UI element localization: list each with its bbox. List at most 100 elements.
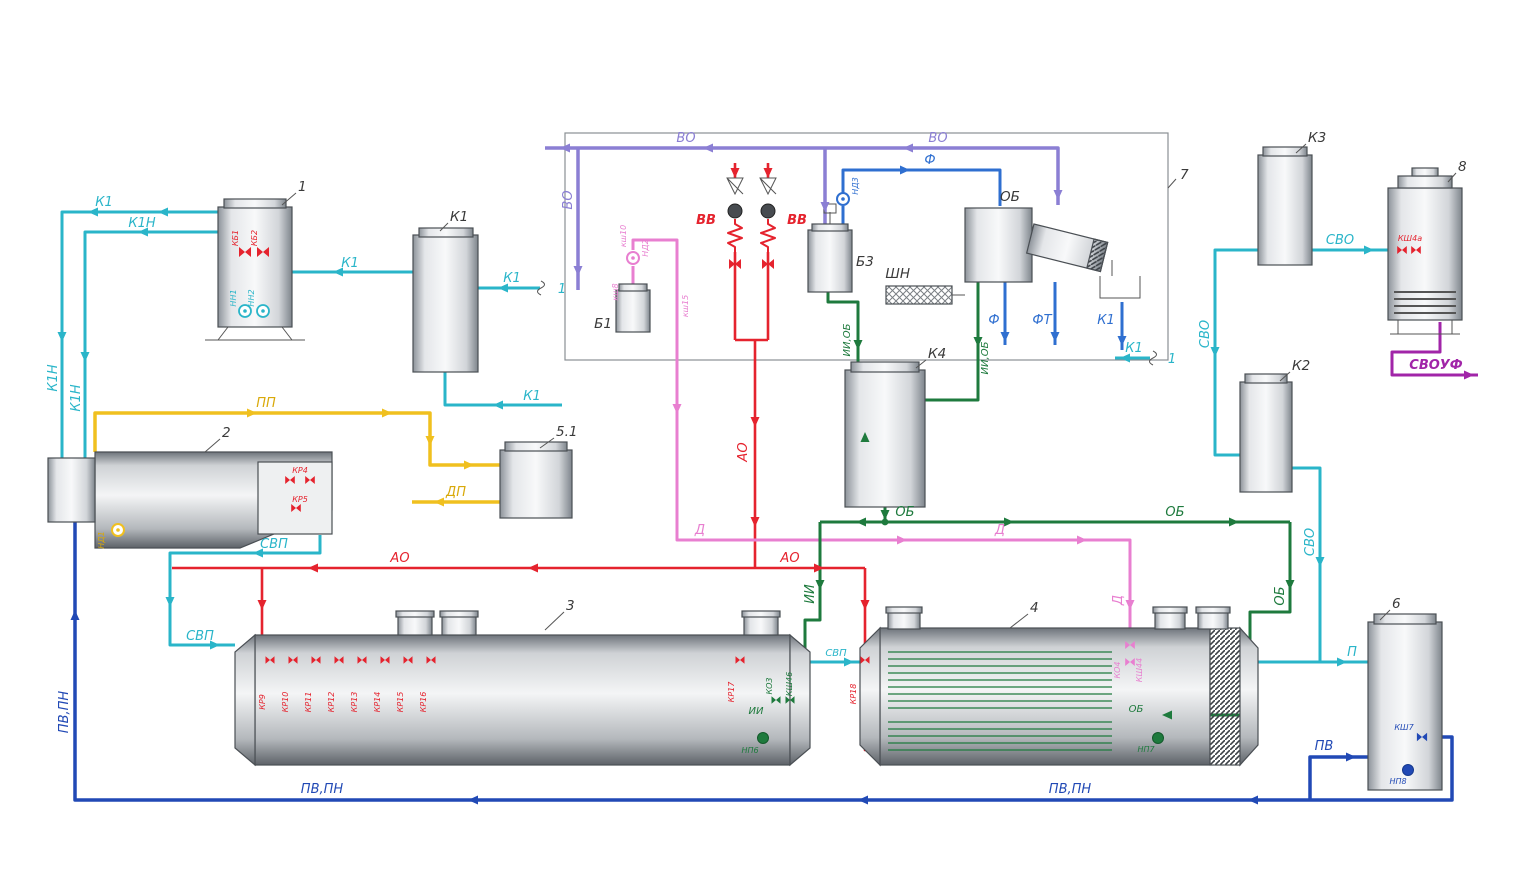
label-tank-b3: Б3 <box>856 254 874 270</box>
label-tank-3: 3 <box>566 598 575 614</box>
label-valve-ksh10: кш10 <box>619 225 628 247</box>
label-valve-kr4: КР4 <box>292 466 308 475</box>
label-svouf: СВОУФ <box>1409 358 1463 373</box>
label-kr17: КР17 <box>727 681 736 703</box>
label-ao-left: АО <box>389 551 409 566</box>
line-labels: К1 К1Н К1Н К1Н К1 К1 1 К1 СВП СВП СВП СВ… <box>46 131 1463 797</box>
label-valve-ksh7: КШ7 <box>1394 723 1414 732</box>
label-vo-left: ВО <box>676 131 695 146</box>
label-k1n-left-inner: К1Н <box>69 384 84 412</box>
label-ao-right: АО <box>779 551 799 566</box>
label-valve-ksh4a: КШ4а <box>1398 234 1422 243</box>
label-valve-kb2: КБ2 <box>250 230 259 246</box>
label-kr10: КР10 <box>281 692 290 713</box>
label-column-k1: К1 <box>450 209 468 225</box>
label-vv-right: ВВ <box>787 213 807 228</box>
label-pvpn-vert: ПВ,ПН <box>57 691 72 734</box>
label-pump-nd2: НД2 <box>641 239 650 256</box>
tank-b1: Б1 <box>594 283 651 333</box>
label-kr9: КР9 <box>258 694 267 710</box>
label-shn: ШН <box>885 266 910 282</box>
label-tank-1: 1 <box>298 179 307 195</box>
label-svp-tank2: СВП <box>260 537 288 552</box>
label-ko3: КО3 <box>765 677 774 694</box>
label-ksh44: КШ44 <box>1135 658 1144 682</box>
label-pump-nd1: НД1 <box>97 531 106 548</box>
label-pp: ПП <box>256 396 276 411</box>
column-k3: К3 <box>1257 130 1326 266</box>
ob-unit: ОБ <box>964 189 1141 299</box>
column-k4: К4 <box>844 346 946 508</box>
label-column-k3: К3 <box>1308 130 1326 146</box>
label-pvpn-right: ПВ,ПН <box>1049 782 1092 797</box>
label-dp: ДП <box>445 485 466 500</box>
device-labels: КР9 КР10 КР11 КР12 КР13 КР14 КР15 КР16 К… <box>258 658 1155 755</box>
label-ob-unit: ОБ <box>1000 189 1020 205</box>
label-valve-ksh15: кш15 <box>681 295 690 317</box>
label-svo-k2: СВО <box>1303 528 1318 556</box>
label-svo-top: СВО <box>1326 233 1354 248</box>
label-f-top: Ф <box>924 153 935 168</box>
pipes-magenta <box>1390 322 1478 377</box>
label-unit-7: 7 <box>1180 167 1189 183</box>
tank-1: 1 КБ1 КБ2 НН1 НН2 <box>205 179 307 341</box>
label-f-vert: Ф <box>988 313 999 328</box>
uv-unit-8: 8 КШ4а <box>1387 159 1467 335</box>
label-svp-tank3: СВП <box>186 629 214 644</box>
tank-5-1: 5.1 <box>499 424 577 519</box>
label-ob-run-right: ОБ <box>1165 505 1184 520</box>
label-ob-tank4: ОБ <box>1129 704 1144 715</box>
label-kr13: КР13 <box>350 692 359 713</box>
label-ob-run-left: ОБ <box>895 505 914 520</box>
tank-6: 6 КШ7 НП8 <box>1367 596 1443 791</box>
column-k1: К1 <box>412 209 479 373</box>
process-box-7: 7 <box>564 132 1189 361</box>
label-k1-ref2: К1 <box>1125 341 1143 356</box>
label-d-left: Д <box>694 523 705 538</box>
label-valve-kb1: КБ1 <box>231 230 240 246</box>
aerotank-3: 3 <box>234 598 811 767</box>
label-ob-vert: ОБ <box>1273 586 1288 605</box>
vv-filters: ВВ ВВ <box>696 177 807 269</box>
label-vo-right: ВО <box>928 131 947 146</box>
screw-conveyor-shn: ШН <box>885 266 965 305</box>
pump-nd2: НД2 кш10 кш8 кш15 <box>611 225 690 317</box>
label-k1-ref: К1 <box>503 271 521 286</box>
label-ft: ФТ <box>1032 313 1052 328</box>
label-ii-ob-right: ИИ,ОБ <box>980 341 991 374</box>
label-k1-to-column: К1 <box>341 256 359 271</box>
label-ref1-a: 1 <box>558 282 566 297</box>
label-valve-ksh8: кш8 <box>611 283 620 300</box>
label-ii-ob-left: ИИ,ОБ <box>842 323 853 356</box>
label-kr15: КР15 <box>396 692 405 713</box>
label-pvpn-left: ПВ,ПН <box>301 782 344 797</box>
label-ko4: КО4 <box>1113 661 1122 678</box>
label-column-k4: К4 <box>928 346 946 362</box>
line-valves <box>265 641 1164 744</box>
label-ref1-b: 1 <box>1168 352 1176 367</box>
label-kr18: КР18 <box>849 684 858 705</box>
pump-nd3: НД3 <box>836 177 860 206</box>
label-vo-vert: ВО <box>561 190 576 209</box>
label-k1n-left-outer: К1Н <box>46 364 61 392</box>
label-kr16: КР16 <box>419 692 428 713</box>
label-kr12: КР12 <box>327 692 336 713</box>
label-svo-k3: СВО <box>1198 320 1213 348</box>
label-pump-nd3: НД3 <box>851 177 860 194</box>
tank-b3: Б3 <box>807 203 874 293</box>
settling-tank-2: КР4 КР5 НД1 2 <box>47 425 333 549</box>
label-tank-b1: Б1 <box>594 316 612 332</box>
label-tank-5-1: 5.1 <box>556 424 577 440</box>
label-ksh46: КШ46 <box>785 672 794 696</box>
label-np7: НП7 <box>1137 745 1155 754</box>
label-k1n-top: К1Н <box>128 216 156 231</box>
label-np6: НП6 <box>741 746 758 755</box>
label-k1-blue: К1 <box>1097 313 1115 328</box>
label-pump-nn1: НН1 <box>229 289 238 306</box>
label-pv: ПВ <box>1315 739 1334 754</box>
label-kr14: КР14 <box>373 692 382 713</box>
label-ii-tank3: ИИ <box>749 706 764 717</box>
label-kr11: КР11 <box>304 692 313 713</box>
label-pump-nn2: НН2 <box>247 289 256 306</box>
